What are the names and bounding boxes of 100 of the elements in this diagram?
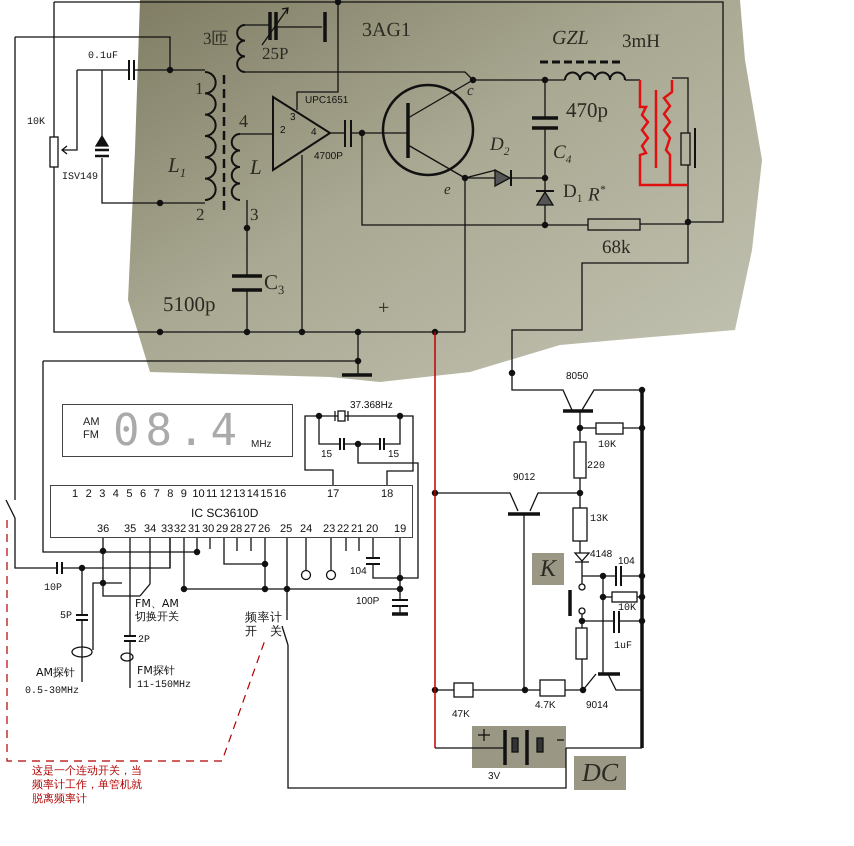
pin-number: 2 [86, 489, 92, 500]
component-label: C$_{3}$ [264, 272, 284, 297]
terminal-label: e [444, 183, 451, 198]
component-value: 3mH [622, 32, 660, 51]
polarity-mark: + [378, 298, 390, 318]
pin-number: 34 [144, 524, 156, 535]
pin-number: 4 [239, 112, 248, 130]
component-value: 2P [138, 636, 150, 646]
pin-number: 22 [337, 524, 350, 535]
pin-number: 5 [126, 489, 133, 500]
component-label: C$_{4}$ [553, 143, 572, 166]
pin-number: 9 [180, 489, 187, 500]
switch-label: 频率计开关 [245, 610, 282, 639]
component-label: D$_{2}$ [490, 135, 510, 158]
component-value: 1uF [614, 642, 632, 652]
pin-number: 1 [195, 80, 204, 97]
component-label: 3AG1 [362, 20, 411, 40]
component-value: 10P [44, 584, 62, 594]
pin-number: 14 [246, 489, 260, 500]
component-label: D$_{1}$ [563, 182, 582, 206]
lcd-display [62, 404, 293, 457]
turns-label: 3匝 [203, 30, 228, 47]
band-indicator: AM [83, 417, 100, 428]
unit-label: MHz [251, 440, 272, 450]
pin-number: 2 [196, 206, 204, 223]
pin-number: 26 [258, 524, 270, 535]
ic-chip [50, 485, 413, 538]
band-indicator: FM [83, 430, 99, 441]
pin-number: 30 [202, 524, 214, 535]
pin-number: 16 [274, 489, 286, 500]
component-label: 4148 [590, 550, 612, 560]
component-value: 4700P [314, 152, 343, 162]
component-value: 25P [262, 45, 288, 62]
pin-number: 1 [72, 489, 78, 500]
pin-number: 19 [394, 524, 406, 535]
pin-number: 4 [112, 489, 119, 500]
component-value: 220 [587, 462, 606, 472]
component-value: 68k [602, 238, 630, 257]
component-label: L$_{1}$ [168, 155, 186, 180]
component-value: 5P [60, 612, 72, 622]
component-value: 104 [618, 557, 635, 567]
pin-number: 31 [188, 524, 200, 535]
pin-number: 23 [323, 524, 336, 535]
component-label: 8050 [566, 372, 588, 382]
component-value: 10K [27, 118, 46, 128]
component-label: GZL [552, 28, 589, 48]
terminal-label: c [467, 84, 474, 99]
pin-number: 4 [311, 128, 317, 138]
frequency-range: 11-150MHz [137, 681, 192, 691]
component-label: UPC1651 [305, 96, 348, 106]
pin-number: 35 [124, 524, 136, 535]
switch-label: K [532, 553, 564, 585]
component-value: 13K [590, 515, 608, 525]
pin-number: 13 [233, 489, 246, 500]
component-value: 47K [452, 710, 470, 720]
chip-label: IC SC3610D [191, 507, 258, 519]
component-value: 10K [598, 441, 616, 451]
component-value: 15 [321, 450, 332, 460]
pin-number: 6 [140, 489, 146, 500]
component-value: 470p [566, 100, 608, 121]
component-label: L [250, 157, 262, 178]
pin-number: 25 [280, 524, 292, 535]
digit-readout: 08.4 [113, 409, 243, 453]
pin-number: 29 [216, 524, 228, 535]
component-label: 9012 [513, 473, 536, 483]
pin-number: 18 [381, 489, 394, 500]
component-value: 5100p [163, 294, 216, 315]
pin-number: 15 [260, 489, 273, 500]
component-value: 37.368Hz [350, 401, 393, 411]
pin-number: 28 [230, 524, 242, 535]
component-value: 3V [488, 772, 500, 782]
note-text: 这是一个连动开关，当频率计工作，单管机就脱离频率计 [32, 764, 143, 806]
pin-number: 3 [250, 206, 258, 223]
pin-number: 8 [167, 489, 174, 500]
pin-number: 24 [300, 524, 312, 535]
component-value: 104 [350, 567, 367, 577]
component-label: ISV149 [62, 173, 98, 183]
supply-label: DC [574, 756, 626, 790]
pin-number: 17 [327, 489, 340, 500]
pin-number: 36 [97, 524, 110, 535]
pin-number: 3 [290, 113, 296, 123]
component-value: 10K [618, 604, 636, 614]
component-value: 15 [388, 450, 400, 460]
pin-number: 2 [280, 126, 286, 136]
component-label: 9014 [586, 701, 608, 711]
pin-number: 20 [366, 524, 378, 535]
pin-number: 27 [244, 524, 256, 535]
pin-number: 21 [351, 524, 364, 535]
component-value: 100P [356, 597, 380, 607]
pin-number: 12 [220, 489, 232, 500]
pin-number: 33 [161, 524, 174, 535]
component-value: 4.7K [535, 701, 556, 711]
component-value: 0.1uF [88, 52, 118, 62]
pin-number: 7 [154, 489, 160, 500]
pin-number: 3 [99, 489, 106, 500]
frequency-range: 0.5-30MHz [25, 687, 80, 697]
component-label: R$^{*}$ [588, 185, 606, 204]
pin-number: 10 [192, 489, 205, 500]
pin-number: 11 [206, 489, 218, 500]
switch-label: FM、AM切换开关 [135, 597, 180, 624]
